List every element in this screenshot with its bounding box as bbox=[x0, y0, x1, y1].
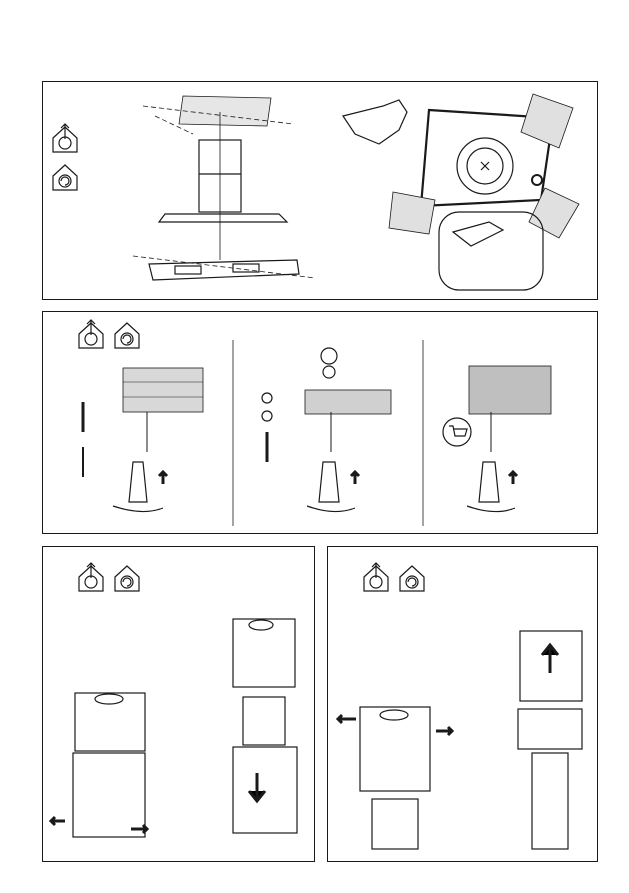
ceiling-fixing-panel bbox=[42, 311, 598, 534]
ducted-extraction-icon bbox=[79, 320, 103, 348]
chimney-assembly-left bbox=[51, 693, 147, 837]
recirculation-icon bbox=[400, 566, 424, 591]
recirculation-icon bbox=[115, 323, 139, 348]
chimney-assembly-right bbox=[233, 619, 297, 833]
shopping-cart-icon bbox=[443, 418, 471, 446]
ducted-extraction-icon bbox=[79, 563, 103, 591]
ducted-extraction-icon bbox=[53, 124, 77, 152]
drilling-template-diagram bbox=[343, 94, 579, 290]
chimney-removal-panel bbox=[327, 546, 598, 862]
chimney-removal-left bbox=[338, 707, 452, 849]
ducted-extraction-icon bbox=[364, 563, 388, 591]
recirculation-icon bbox=[115, 566, 139, 591]
hood-ceiling-diagram bbox=[133, 96, 315, 280]
wood-ceiling-fixing bbox=[262, 348, 391, 512]
recirculation-icon bbox=[53, 165, 77, 190]
brick-ceiling-fixing bbox=[83, 368, 203, 512]
ceiling-positioning-panel bbox=[42, 81, 598, 300]
chimney-installation-panel bbox=[42, 546, 315, 862]
chimney-removal-right bbox=[518, 631, 582, 849]
timber-ceiling-fixing bbox=[443, 366, 551, 512]
